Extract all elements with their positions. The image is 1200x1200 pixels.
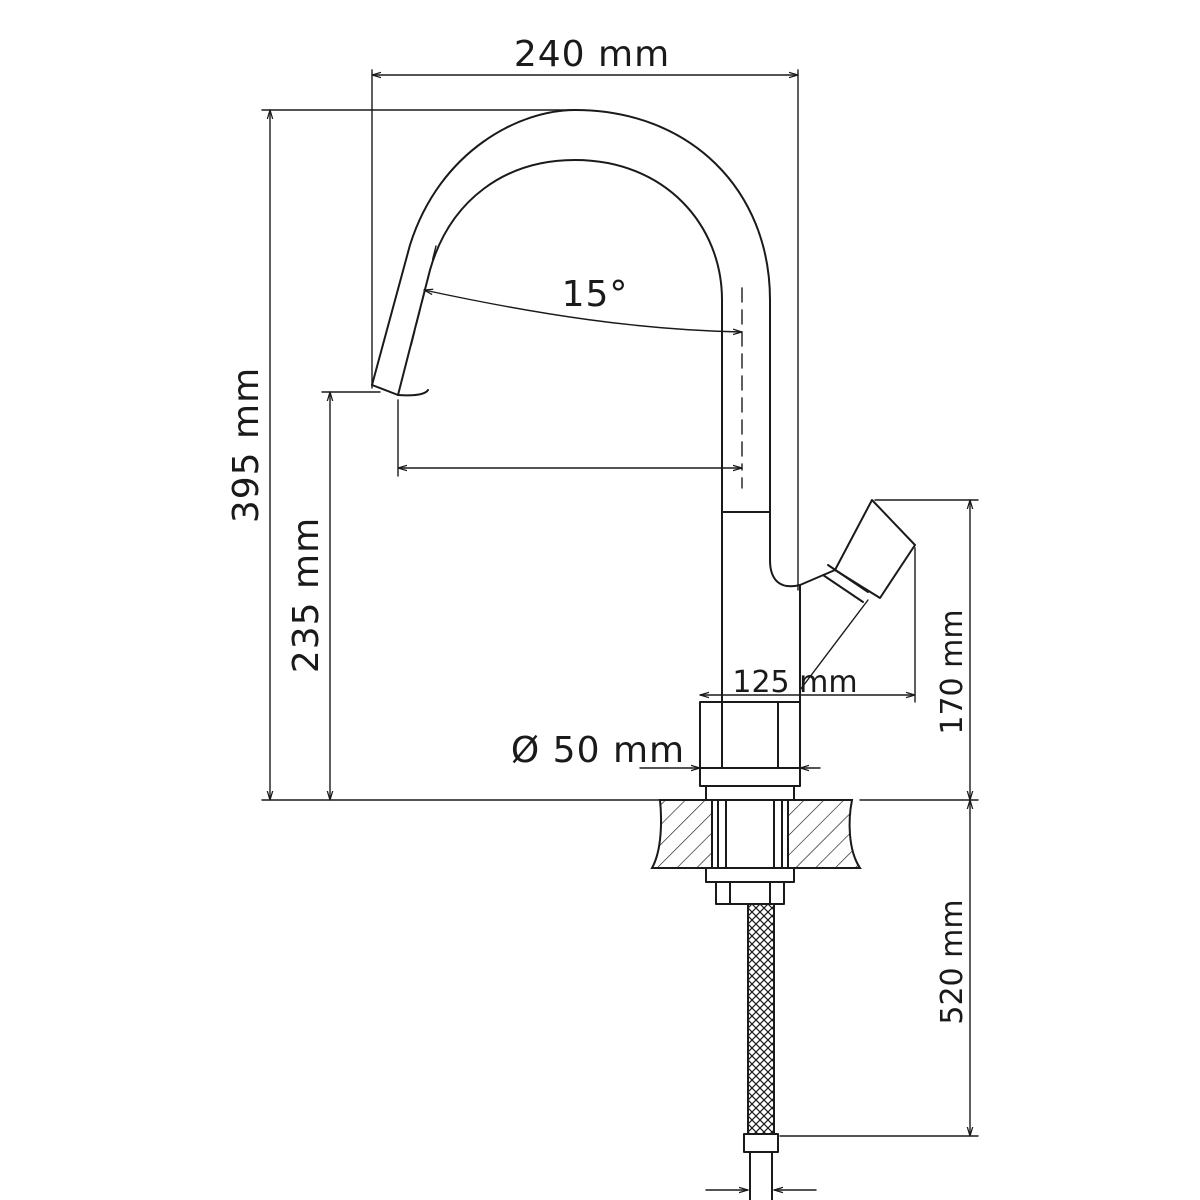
mounting-hardware (705, 867, 817, 1200)
dim-total-height: 395 mm (226, 367, 267, 523)
countertop-section (650, 799, 862, 869)
dim-hose-length: 520 mm (935, 899, 970, 1024)
dim-spout-height: 235 mm (286, 517, 327, 673)
faucet-outline (371, 109, 836, 703)
dim-lever-height: 170 mm (935, 609, 970, 734)
lever-handle (799, 499, 916, 691)
faucet-base (699, 701, 801, 801)
dimension-lines (261, 69, 979, 1137)
dim-base-diameter: Ø 50 mm (511, 730, 685, 771)
dim-lever-reach: 125 mm (732, 665, 857, 700)
braided-hose (747, 903, 775, 1135)
dim-total-width: 240 mm (514, 34, 670, 75)
dim-spout-angle: 15° (562, 274, 629, 315)
